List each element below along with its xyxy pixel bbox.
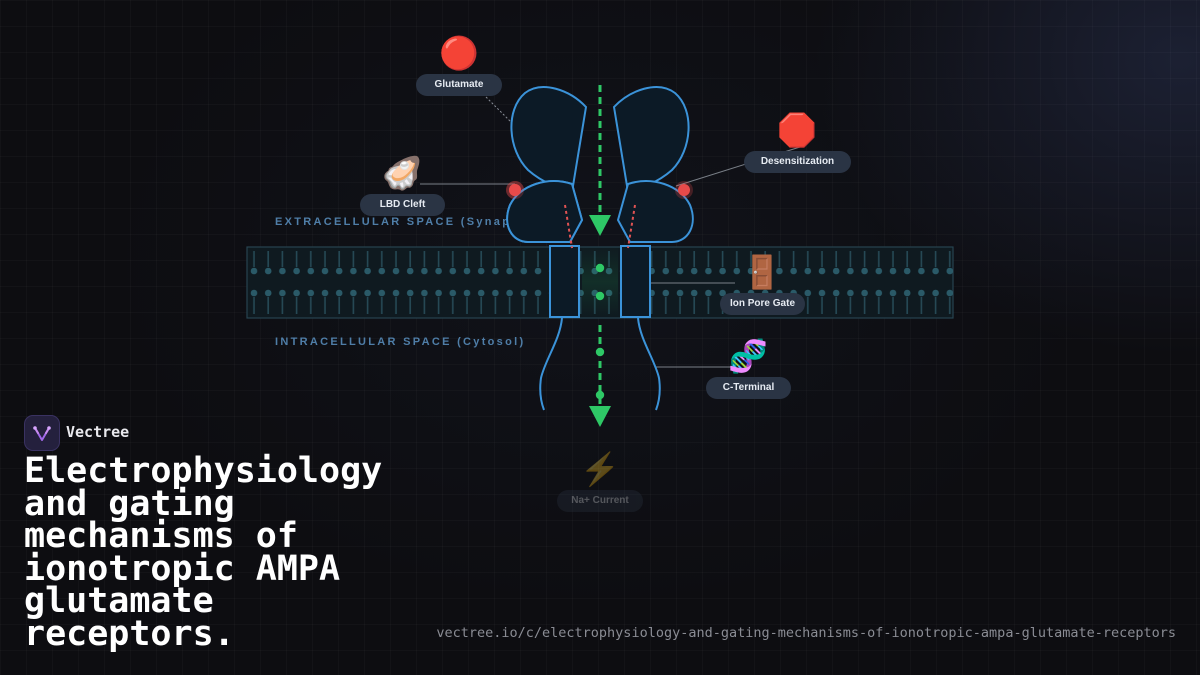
receptor-ntd-left bbox=[510, 86, 588, 194]
intracellular-space-label: INTRACELLULAR SPACE (Cytosol) bbox=[275, 336, 526, 348]
desensitization-label: Desensitization bbox=[744, 151, 851, 173]
stop-sign-icon: 🛑 bbox=[777, 112, 817, 148]
lightning-icon: ⚡ bbox=[580, 451, 620, 487]
glutamate-label: Glutamate bbox=[416, 74, 502, 96]
receptor-ctd-right bbox=[637, 317, 661, 411]
lbd-cleft-label: LBD Cleft bbox=[360, 194, 445, 216]
ion-particle bbox=[595, 347, 605, 357]
ion-particle bbox=[595, 390, 605, 400]
ion-flow-arrow-bottom bbox=[589, 406, 611, 427]
receptor-ctd-left bbox=[539, 317, 563, 411]
extracellular-space-label: EXTRACELLULAR SPACE (Synaptic Cleft) bbox=[275, 216, 579, 228]
receptor-tmd-left bbox=[549, 245, 580, 318]
ion-particle bbox=[595, 291, 605, 301]
door-icon: 🚪 bbox=[742, 254, 782, 290]
page-url: vectree.io/c/electrophysiology-and-gatin… bbox=[436, 625, 1176, 641]
brand-name: Vectree bbox=[66, 423, 130, 441]
receptor-lbd-right bbox=[616, 180, 694, 243]
vectree-logo-icon bbox=[24, 415, 60, 451]
ion-flow-arrow-top bbox=[589, 215, 611, 236]
ion-pore-gate-label: Ion Pore Gate bbox=[720, 293, 805, 315]
red-circle-icon: 🔴 bbox=[439, 35, 479, 71]
receptor-tmd-right bbox=[620, 245, 651, 318]
connector-glutamate bbox=[485, 96, 516, 127]
dna-icon: 🧬 bbox=[728, 338, 768, 374]
page-title: Electrophysiology and gating mechanisms … bbox=[24, 451, 383, 654]
c-terminal-label: C-Terminal bbox=[706, 377, 791, 399]
oyster-icon: 🦪 bbox=[382, 155, 422, 191]
receptor-ntd-right bbox=[612, 86, 690, 194]
callout-connectors bbox=[420, 96, 801, 368]
na-current-label: Na+ Current bbox=[557, 490, 643, 512]
ion-particle bbox=[595, 263, 605, 273]
ion-flow bbox=[589, 85, 611, 427]
pore-glow bbox=[582, 246, 618, 317]
